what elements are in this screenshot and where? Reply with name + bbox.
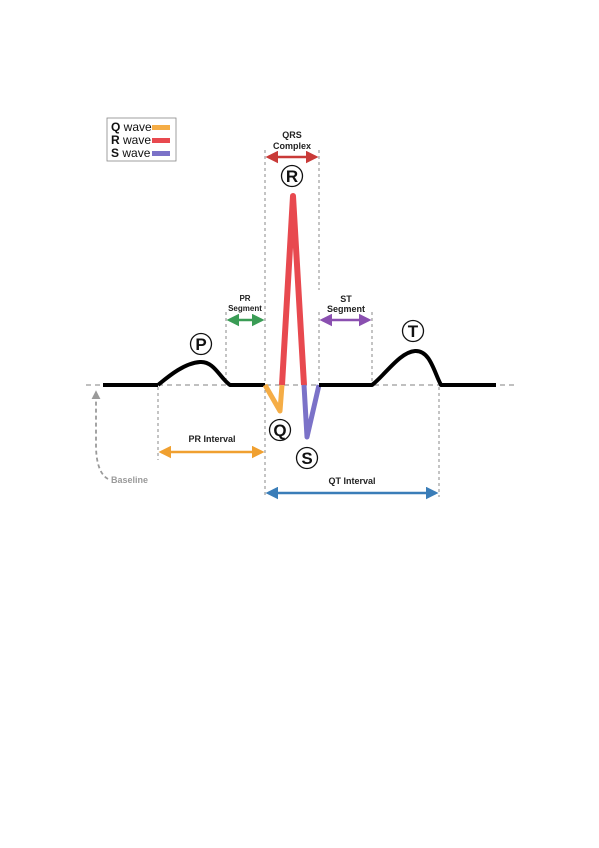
wave-q: Q xyxy=(268,418,292,442)
legend-item-q: Q wave xyxy=(111,120,152,134)
qrs-label-line2: Complex xyxy=(273,141,311,151)
baseline-curved-arrow xyxy=(91,390,109,480)
qrs-label-line1: QRS xyxy=(282,130,302,140)
pr-segment-label-line2: Segment xyxy=(228,304,262,313)
t-wave-trace xyxy=(319,349,496,387)
r-wave-trace xyxy=(279,193,307,386)
baseline-label: Baseline xyxy=(111,475,148,485)
q-wave-trace xyxy=(262,383,285,414)
wave-r-label: R xyxy=(286,167,298,186)
wave-r-circle xyxy=(280,164,304,188)
wave-t-circle xyxy=(401,319,425,343)
p-wave-trace xyxy=(156,360,265,387)
pr-segment-annotation: PR Segment xyxy=(226,294,265,327)
legend-item-r: R wave xyxy=(111,133,151,147)
wave-t: T xyxy=(401,319,425,343)
wave-p: P xyxy=(189,332,213,356)
legend-item-s: S wave xyxy=(111,146,151,160)
pr-interval-annotation: PR Interval xyxy=(158,434,265,459)
baseline-annotation: Baseline xyxy=(91,390,148,485)
st-segment-annotation: ST Segment xyxy=(319,294,372,327)
guide-lines xyxy=(157,150,440,497)
legend: Q wave R wave S wave xyxy=(106,117,177,162)
qt-interval-annotation: QT Interval xyxy=(265,476,439,500)
legend-swatch-s xyxy=(152,151,170,156)
ecg-trace xyxy=(103,193,496,440)
wave-r: R xyxy=(280,164,304,188)
wave-s-circle xyxy=(295,446,319,470)
pr-interval-label: PR Interval xyxy=(188,434,235,444)
qrs-complex-annotation: QRS Complex xyxy=(265,130,319,164)
legend-swatch-q xyxy=(152,125,170,130)
wave-q-label: Q xyxy=(273,421,286,440)
pr-segment-label-line1: PR xyxy=(239,294,250,303)
wave-p-circle xyxy=(189,332,213,356)
legend-swatch-r xyxy=(152,138,170,143)
qt-interval-label: QT Interval xyxy=(328,476,375,486)
wave-t-label: T xyxy=(408,322,419,341)
st-segment-label-line2: Segment xyxy=(327,304,365,314)
wave-p-label: P xyxy=(195,335,206,354)
st-segment-label-line1: ST xyxy=(340,294,352,304)
s-wave-trace xyxy=(301,384,322,440)
wave-s: S xyxy=(295,446,319,470)
wave-q-circle xyxy=(268,418,292,442)
wave-s-label: S xyxy=(301,449,312,468)
